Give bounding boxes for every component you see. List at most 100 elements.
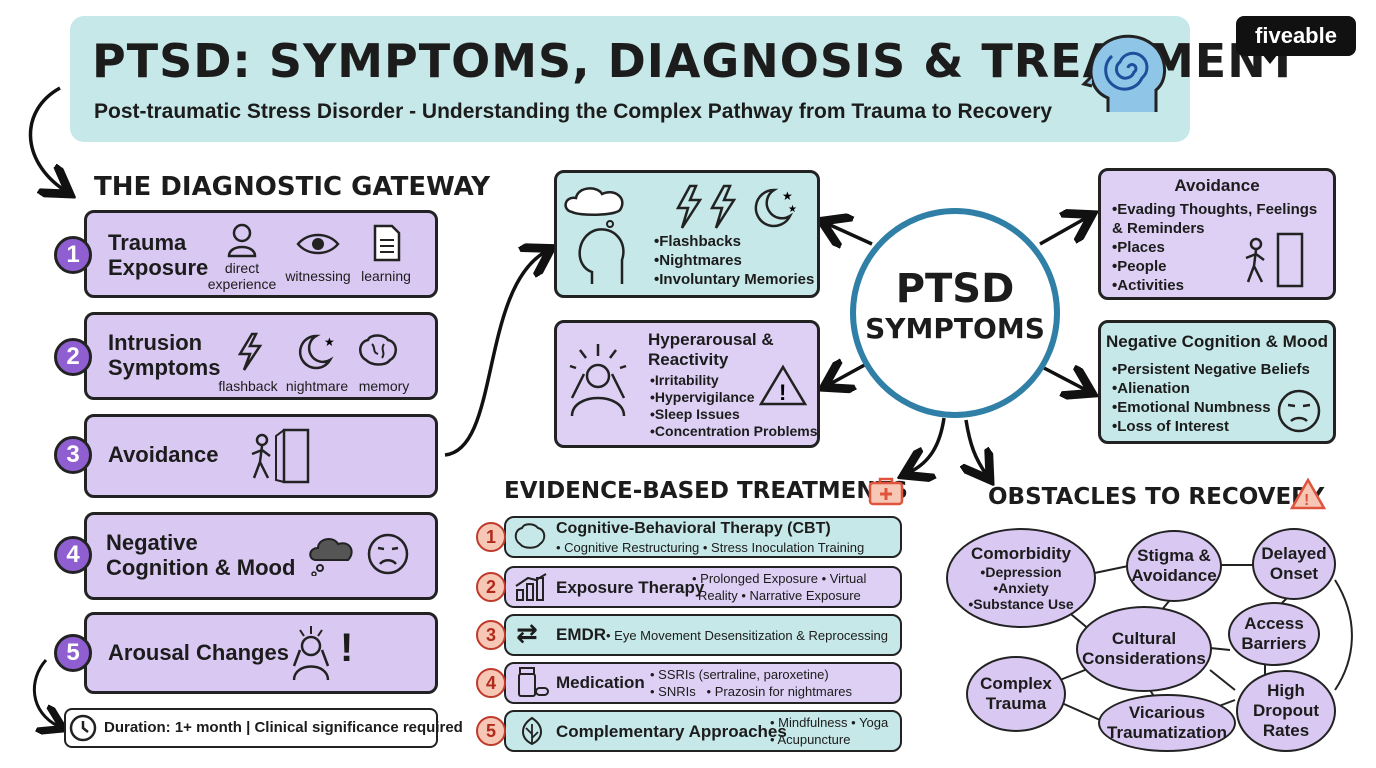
- comorbidity-list: Depression Anxiety Substance Use: [968, 564, 1073, 612]
- list-item: Places: [1112, 238, 1320, 257]
- head-spiral-icon: [1078, 24, 1174, 125]
- arrow-to-intrusion: [828, 224, 873, 244]
- gateway-step-negative-cognition: [84, 512, 438, 600]
- node-label: Access Barriers: [1241, 614, 1307, 653]
- leaf-icon: [516, 714, 548, 751]
- gateway-step-arousal: [84, 612, 438, 694]
- sad-face-icon: [366, 532, 410, 581]
- treatment-number: 1: [476, 522, 506, 552]
- warning-icon: !: [758, 364, 808, 413]
- sad-face-icon: [1276, 388, 1322, 439]
- icon-label: witnessing: [285, 268, 351, 284]
- obstacle-cultural: Cultural Considerations: [1076, 606, 1212, 692]
- pill-bottle-icon: [516, 666, 550, 703]
- step-title: Negative Cognition & Mood: [106, 530, 296, 580]
- svg-text:★: ★: [782, 189, 793, 203]
- list-item: Irritability: [650, 372, 818, 389]
- treatment-detail: • SSRIs (sertraline, paroxetine): [650, 667, 829, 682]
- brain-icon: [358, 332, 398, 373]
- arrow-arousal-to-duration: [32, 658, 58, 726]
- step-number: 3: [54, 436, 92, 474]
- treatment-name: Cognitive-Behavioral Therapy (CBT): [556, 520, 831, 537]
- list-item: Hypervigilance: [650, 389, 818, 406]
- treatment-name: Complementary Approaches: [556, 722, 787, 741]
- list-item: Evading Thoughts, Feelings & Reminders: [1112, 200, 1320, 238]
- dark-cloud-icon: [306, 532, 358, 581]
- page-subtitle: Post-traumatic Stress Disorder - Underst…: [94, 100, 1053, 123]
- thinking-head-icon: [562, 184, 652, 293]
- bar-chart-icon: [514, 572, 548, 607]
- avoidance-title: Avoidance: [1174, 176, 1260, 195]
- obstacle-comorbidity: Comorbidity Depression Anxiety Substance…: [946, 528, 1096, 628]
- icon-label: memory: [358, 378, 410, 394]
- ptsd-symptoms-hub: [850, 208, 1060, 418]
- list-item: Nightmares: [654, 251, 814, 270]
- list-item: Persistent Negative Beliefs: [1112, 360, 1310, 379]
- fiveable-logo[interactable]: fiveable: [1236, 16, 1356, 56]
- treatment-name: Exposure Therapy: [556, 578, 705, 597]
- list-item: Depression: [968, 564, 1073, 580]
- obstacle-stigma: Stigma & Avoidance: [1126, 530, 1222, 602]
- treatment-exposure: [504, 566, 902, 608]
- arrow-to-negative: [1043, 368, 1086, 390]
- person-icon: [226, 222, 258, 263]
- intrusion-list: Flashbacks Nightmares Involuntary Memori…: [654, 232, 814, 289]
- icon-label: nightmare: [285, 378, 349, 394]
- first-aid-kit-icon: [868, 476, 904, 511]
- step-number: 1: [54, 236, 92, 274]
- hyperarousal-title: Hyperarousal & Reactivity: [648, 330, 774, 369]
- node-label: Stigma & Avoidance: [1131, 546, 1217, 585]
- treatment-number: 2: [476, 572, 506, 602]
- treatment-detail: • Eye Movement Desensitization & Reproce…: [606, 628, 889, 643]
- treatment-name: EMDR: [556, 625, 607, 644]
- duration-text: Duration: 1+ month | Clinical significan…: [104, 719, 463, 736]
- node-label: Vicarious Traumatization: [1107, 703, 1227, 742]
- list-item: Substance Use: [968, 596, 1073, 612]
- step-number: 2: [54, 338, 92, 376]
- list-item: Loss of Interest: [1112, 417, 1310, 436]
- step-title: Arousal Changes: [108, 640, 289, 665]
- node-title: Comorbidity: [970, 544, 1072, 563]
- svg-text:★: ★: [324, 335, 335, 349]
- list-item: Activities: [1112, 276, 1320, 295]
- obstacle-access: Access Barriers: [1228, 602, 1320, 666]
- obstacle-dropout: High Dropout Rates: [1236, 670, 1336, 752]
- treatment-complementary: [504, 710, 902, 752]
- treatment-detail: • Prolonged Exposure • Virtual: [692, 571, 867, 586]
- arrow-to-treatments: [910, 417, 946, 472]
- moon-stars-icon: ★★: [752, 186, 798, 235]
- gateway-heading: THE DIAGNOSTIC GATEWAY: [94, 172, 491, 202]
- exclamation-icon: !: [340, 626, 354, 670]
- list-item: Sleep Issues: [650, 406, 818, 423]
- treatments-heading: EVIDENCE-BASED TREATMENTS: [504, 478, 908, 504]
- brain-icon: [514, 522, 546, 555]
- moon-stars-icon: ★: [296, 332, 336, 377]
- avoidance-list: Evading Thoughts, Feelings & Reminders P…: [1112, 200, 1320, 295]
- hub-line-2: SYMPTOMS: [865, 312, 1045, 345]
- svg-text:★: ★: [788, 204, 797, 215]
- eye-icon: [296, 230, 340, 263]
- treatment-cbt: [504, 516, 902, 558]
- exit-door-icon: [1240, 230, 1306, 295]
- stressed-person-icon: [286, 622, 336, 687]
- list-item: Concentration Problems: [650, 423, 818, 440]
- arrow-gateway-to-symptoms: [444, 252, 545, 457]
- treatment-detail: Reality • Narrative Exposure: [698, 588, 861, 603]
- step-title: Intrusion Symptoms: [108, 330, 221, 380]
- arrows-left-right-icon: ⇄: [516, 618, 538, 648]
- list-item: Involuntary Memories: [654, 270, 814, 289]
- list-item: Anxiety: [968, 580, 1073, 596]
- warning-icon: !: [1289, 477, 1327, 515]
- treatment-detail: • Cognitive Restructuring • Stress Inocu…: [556, 540, 865, 555]
- treatment-medication: [504, 662, 902, 704]
- obstacle-delayed-onset: Delayed Onset: [1252, 528, 1336, 600]
- obstacle-vicarious: Vicarious Traumatization: [1098, 694, 1236, 752]
- treatment-number: 5: [476, 716, 506, 746]
- list-item: Emotional Numbness: [1112, 398, 1310, 417]
- node-label: Delayed Onset: [1261, 544, 1327, 583]
- clock-icon: [68, 713, 98, 748]
- arrow-title-to-gateway: [28, 86, 64, 190]
- negative-title: Negative Cognition & Mood: [1106, 332, 1328, 351]
- node-label: Cultural Considerations: [1082, 629, 1206, 668]
- title-banner: [70, 16, 1190, 142]
